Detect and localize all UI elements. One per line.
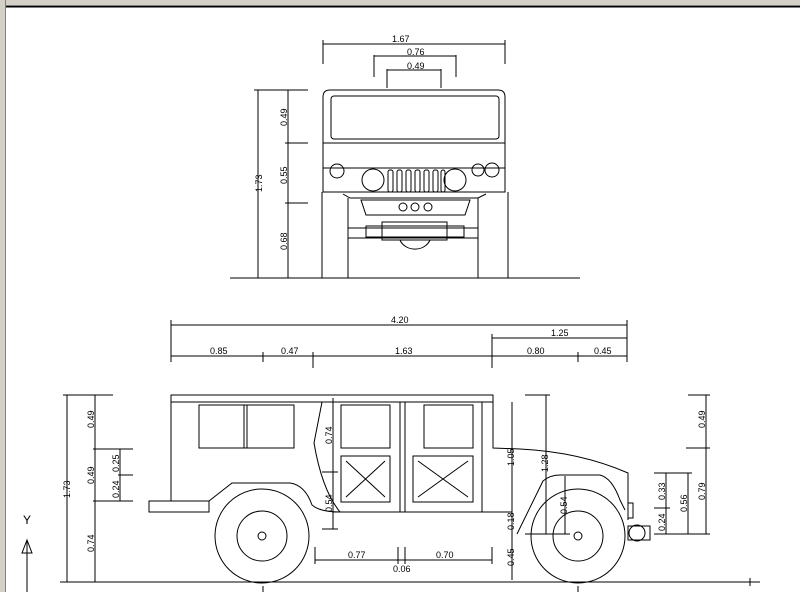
rear-bumper [148, 500, 210, 513]
front-height-dims-side: 1.05 0.18 0.45 1.28 0.54 0.33 0.24 0.56 … [506, 394, 710, 580]
door-front [404, 401, 483, 513]
dim-front-height-mid: 0.55 [279, 166, 289, 184]
dim-segment-3: 1.63 [395, 346, 413, 356]
dim-front-height-top: 0.49 [279, 108, 289, 126]
door-front-rear [332, 401, 401, 513]
dim-rear-top: 0.49 [86, 410, 96, 428]
front-height-dims: 1.73 0.49 0.55 0.68 [254, 89, 308, 278]
lower-bumper [360, 199, 471, 216]
dim-segment-5: 0.45 [594, 346, 612, 356]
dim-front-height-total: 1.73 [254, 174, 264, 192]
dim-bumper-top: 0.33 [657, 482, 667, 500]
dim-front-rocker: 0.18 [506, 512, 516, 530]
dim-door-gap: 0.06 [393, 564, 411, 574]
rear-wheel-tire [214, 488, 310, 584]
dim-bumper-total: 0.56 [679, 494, 689, 512]
rear-wheel-rim [236, 510, 288, 562]
dim-hood-height: 0.79 [697, 482, 707, 500]
dim-segment-2: 0.47 [281, 346, 299, 356]
dim-door2-width: 0.70 [436, 550, 454, 560]
grille [387, 169, 446, 193]
front-width-dims: 1.67 0.76 0.49 [322, 34, 506, 88]
dim-rear-upper-sub: 0.25 [111, 454, 121, 472]
front-wheel-rim [552, 510, 604, 562]
rear-height-dims: 1.73 0.49 0.49 0.74 0.25 0.24 [62, 394, 133, 582]
side-length-dims: 4.20 1.25 0.85 0.47 1.63 0.80 0.45 [170, 315, 628, 368]
dim-front-width-inner: 0.49 [407, 61, 425, 71]
front-view: 1.67 0.76 0.49 1.73 0.49 0.55 0.68 [230, 34, 580, 279]
dim-door1-width: 0.77 [348, 550, 366, 560]
winch-drum [399, 239, 431, 250]
dim-segment-1: 0.85 [210, 346, 228, 356]
dim-hood-top: 0.49 [697, 410, 707, 428]
dim-front-width-overall: 1.67 [392, 34, 410, 44]
rear-fender [208, 482, 512, 513]
dim-front-overhang: 1.25 [551, 328, 569, 338]
dim-front-height-low: 0.68 [279, 232, 289, 250]
side-view: 4.20 1.25 0.85 0.47 1.63 0.80 0.45 1.73 … [60, 315, 760, 592]
side-light-left [329, 163, 345, 179]
dim-segment-4: 0.80 [527, 346, 545, 356]
windshield [330, 95, 500, 140]
winch-bar [365, 225, 465, 238]
roof [170, 394, 494, 403]
cab-outline [322, 89, 506, 144]
front-wheel-tire [530, 488, 626, 584]
ucs-icon: Y [21, 513, 33, 592]
dim-front-body-height: 1.05 [506, 448, 516, 466]
dim-bumper-low: 0.24 [657, 513, 667, 531]
window-frame-left [0, 0, 6, 592]
ucs-y-label: Y [23, 513, 31, 527]
dim-wheel-arch: 0.54 [559, 496, 569, 514]
dim-fender-height: 1.28 [540, 454, 550, 472]
dim-front-width-mid: 0.76 [407, 47, 425, 57]
side-light-right-1 [471, 163, 485, 177]
door-dims: 0.74 0.54 0.77 0.06 0.70 [314, 398, 493, 574]
dim-rear-total: 1.73 [62, 480, 72, 498]
dim-door-lower: 0.54 [324, 494, 334, 512]
window-scrollbar-top[interactable] [0, 0, 800, 5]
hood [482, 401, 629, 520]
dim-door-window: 0.74 [324, 426, 334, 444]
headlight-left [361, 168, 385, 192]
dim-rear-low: 0.74 [86, 534, 96, 552]
headlight-right [443, 168, 467, 192]
winch [628, 524, 646, 542]
dim-rear-lower-sub: 0.24 [111, 480, 121, 498]
front-tab [627, 502, 634, 519]
dim-rear-mid: 0.49 [86, 466, 96, 484]
side-light-right-2 [484, 162, 500, 178]
dim-ground-clearance: 0.45 [506, 548, 516, 566]
dim-length-overall: 4.20 [391, 315, 409, 325]
